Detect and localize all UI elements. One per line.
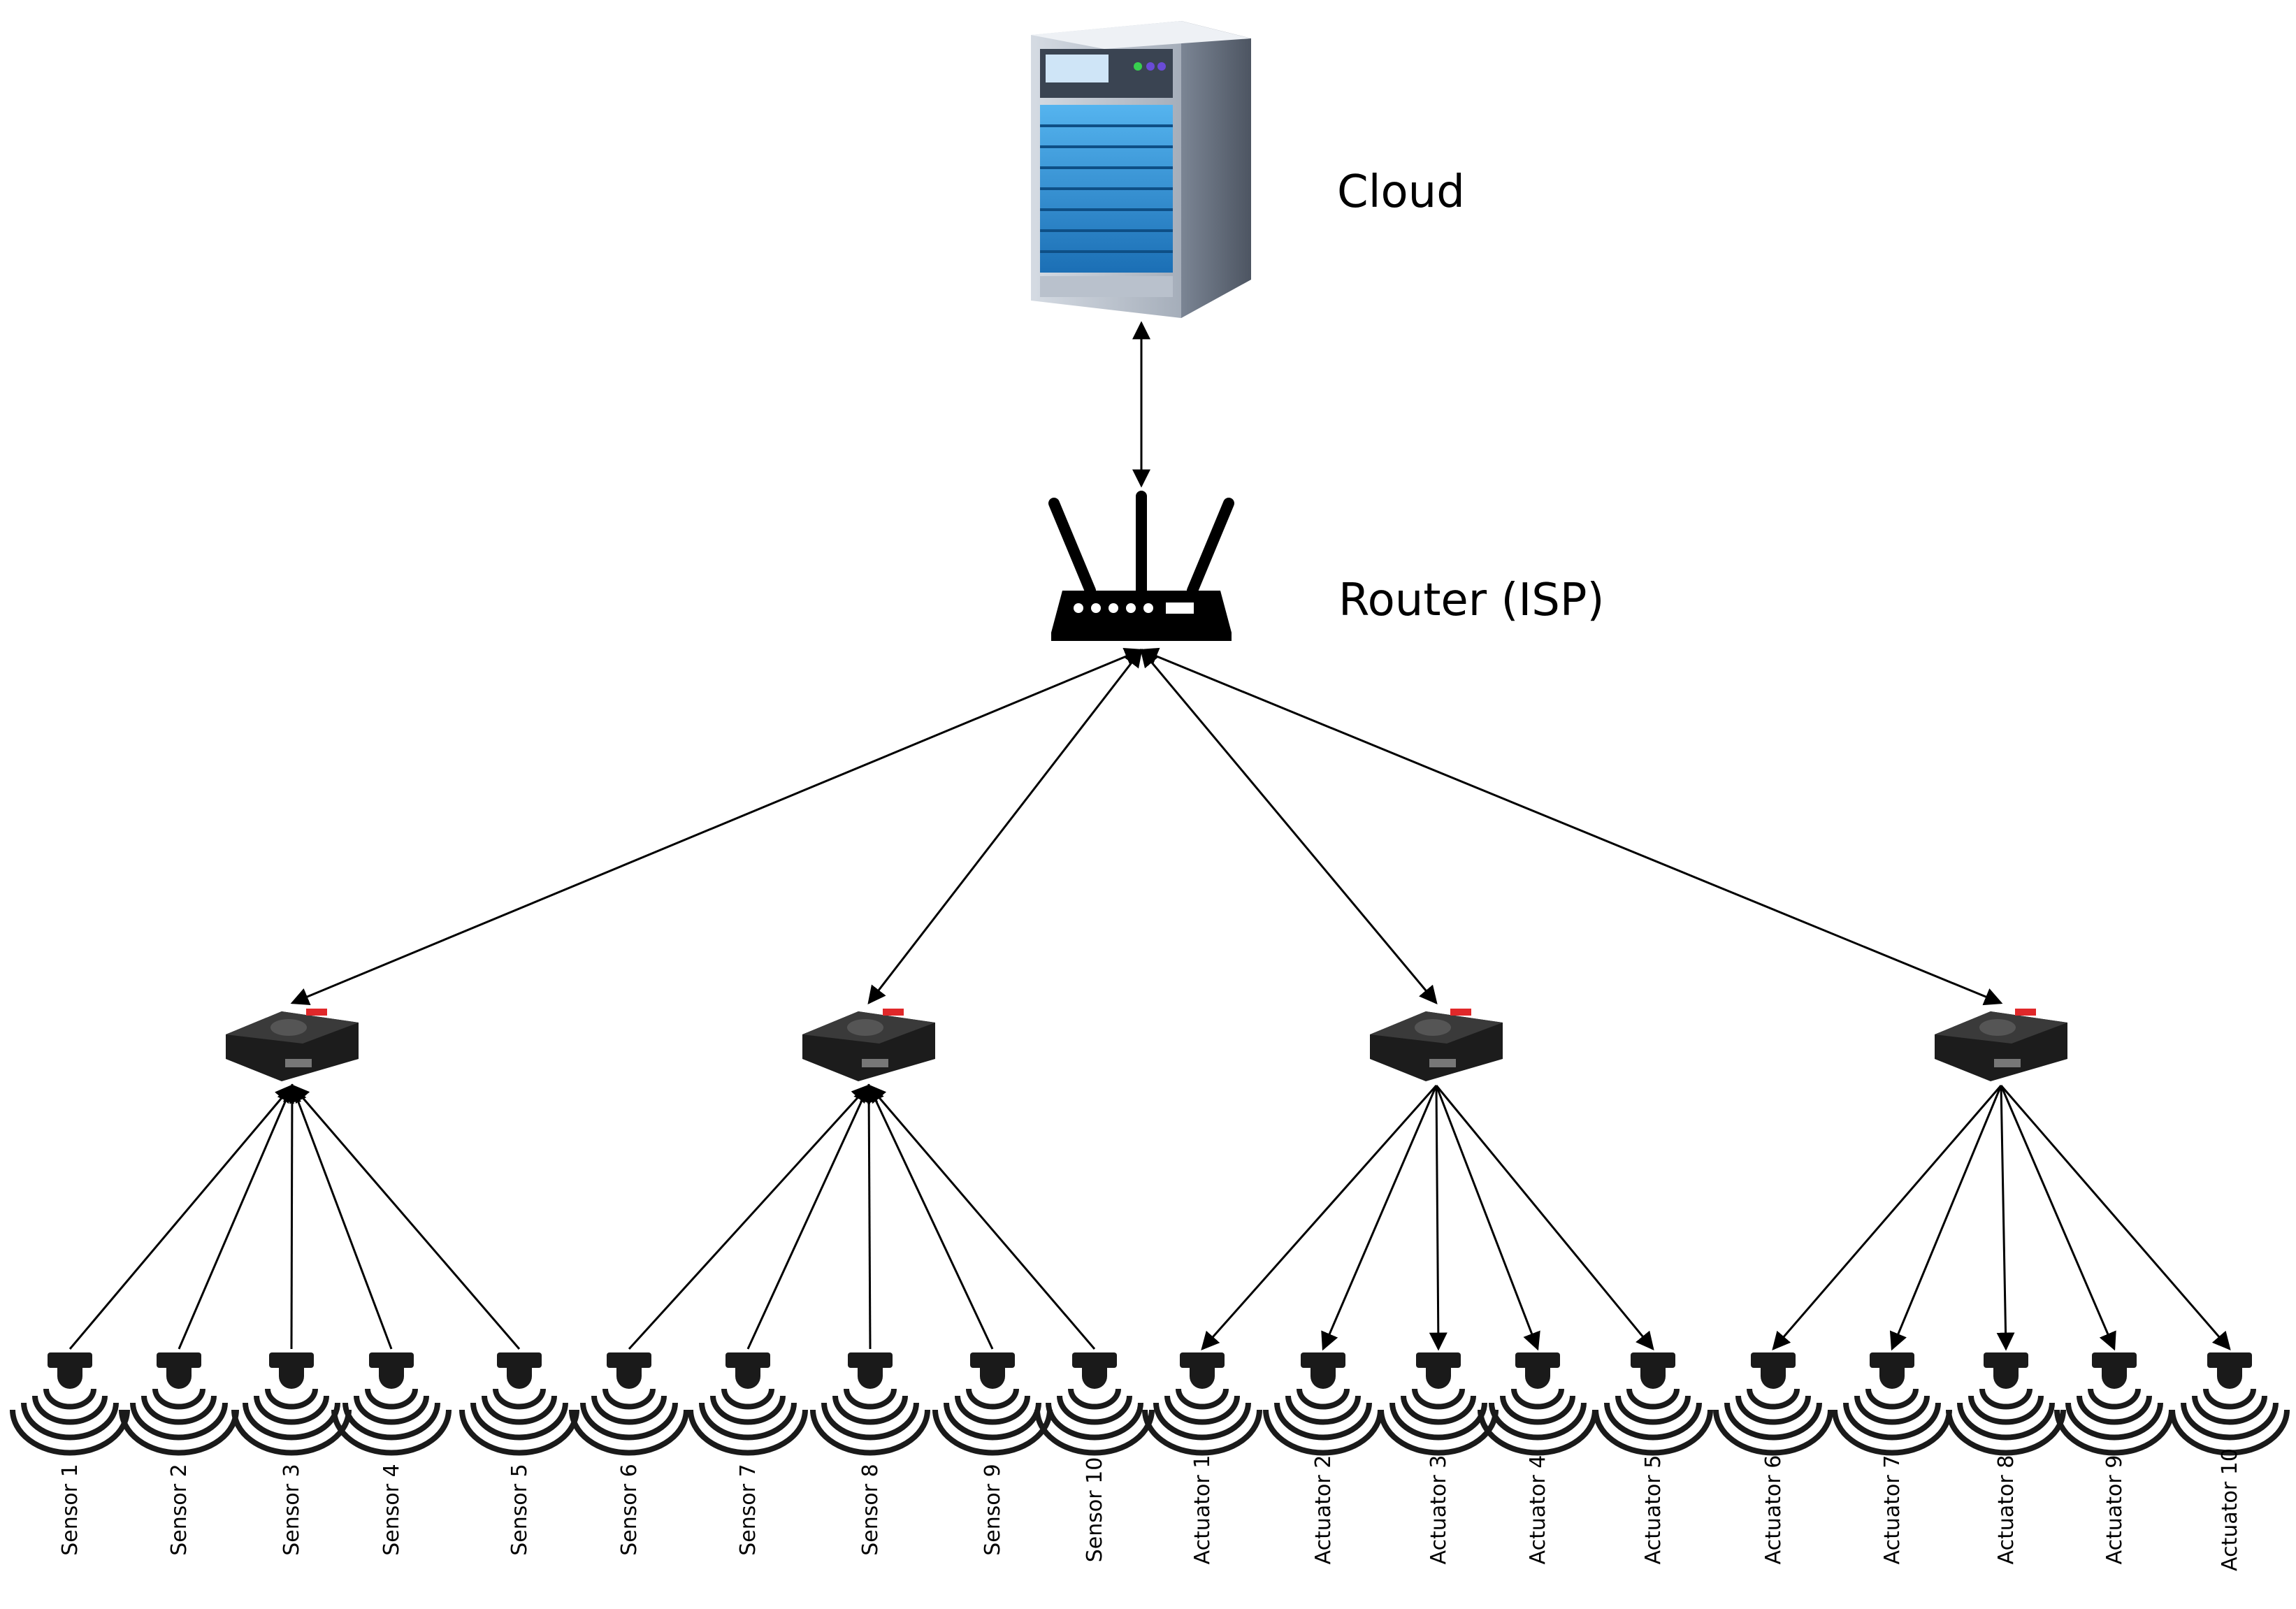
link-gateway-device-19 xyxy=(2000,1085,2116,1351)
link-gateway-device-3 xyxy=(282,1083,301,1350)
link-gateway-device-1 xyxy=(68,1084,294,1350)
link-router-gateway-2 xyxy=(867,648,1143,1005)
gateways-layer xyxy=(226,1009,2067,1081)
link-gateway-device-17 xyxy=(1889,1085,2002,1351)
wireless-sensor-icon xyxy=(1034,1352,1155,1456)
device-label: Sensor 10 xyxy=(1083,1457,1107,1563)
device-label: Actuator 1 xyxy=(1190,1455,1215,1565)
device-label: Sensor 5 xyxy=(507,1464,532,1555)
link-gateway-device-5 xyxy=(291,1084,521,1350)
server-tower-icon xyxy=(1031,21,1251,318)
link-router-gateway-4 xyxy=(1139,647,2003,1006)
device-label: Actuator 4 xyxy=(1526,1455,1550,1565)
device-label: Sensor 9 xyxy=(981,1464,1005,1555)
wireless-sensor-icon xyxy=(810,1352,930,1456)
wireless-sensor-icon xyxy=(2054,1352,2174,1456)
link-gateway-device-9 xyxy=(867,1083,994,1350)
gateway-box-icon xyxy=(1370,1009,1503,1081)
wireless-sensor-icon xyxy=(1946,1352,2066,1456)
device-label: Actuator 5 xyxy=(1641,1455,1666,1565)
link-gateway-device-12 xyxy=(1321,1085,1438,1351)
device-label: Actuator 6 xyxy=(1761,1455,1786,1565)
wireless-sensor-icon xyxy=(1478,1352,1598,1456)
link-gateway-device-16 xyxy=(1772,1085,2002,1350)
link-router-gateway-3 xyxy=(1140,649,1438,1004)
link-gateway-device-7 xyxy=(746,1083,871,1350)
link-gateway-device-6 xyxy=(628,1084,870,1350)
device-label: Actuator 7 xyxy=(1880,1455,1905,1565)
device-label: Actuator 9 xyxy=(2102,1455,2127,1565)
wireless-sensor-icon xyxy=(569,1352,689,1456)
wifi-router-icon xyxy=(1048,491,1234,641)
wireless-sensor-icon xyxy=(10,1352,130,1456)
wireless-sensor-icon xyxy=(331,1352,452,1456)
gateway-box-icon xyxy=(226,1009,359,1081)
gateway-box-icon xyxy=(802,1009,935,1081)
link-gateway-device-20 xyxy=(2000,1085,2231,1350)
link-gateway-device-8 xyxy=(860,1083,879,1350)
device-label: Actuator 10 xyxy=(2218,1448,2242,1571)
link-router-gateway-1 xyxy=(290,647,1143,1006)
wireless-sensor-icon xyxy=(459,1352,579,1456)
device-label: Actuator 2 xyxy=(1311,1455,1336,1565)
link-gateway-device-4 xyxy=(289,1083,393,1350)
cloud-label: Cloud xyxy=(1337,166,1465,218)
router-label: Router (ISP) xyxy=(1338,575,1604,626)
link-gateway-device-14 xyxy=(1435,1085,1540,1351)
device-label: Sensor 8 xyxy=(858,1464,883,1555)
device-label: Actuator 8 xyxy=(1994,1455,2019,1565)
device-label: Sensor 6 xyxy=(617,1464,642,1555)
wireless-sensor-icon xyxy=(1593,1352,1713,1456)
device-label: Sensor 3 xyxy=(280,1464,304,1555)
wireless-sensor-icon xyxy=(1713,1352,1833,1456)
wireless-sensor-icon xyxy=(231,1352,352,1456)
wireless-sensor-icon xyxy=(1832,1352,1952,1456)
gateway-box-icon xyxy=(1935,1009,2067,1081)
wireless-sensor-icon xyxy=(2169,1352,2290,1456)
link-gateway-device-13 xyxy=(1429,1085,1447,1351)
wireless-sensor-icon xyxy=(688,1352,808,1456)
device-label: Sensor 7 xyxy=(736,1464,760,1555)
wireless-sensor-icon xyxy=(932,1352,1053,1456)
wireless-sensor-icon xyxy=(119,1352,239,1456)
link-gateway-device-15 xyxy=(1435,1085,1654,1351)
device-label: Actuator 3 xyxy=(1427,1455,1451,1565)
devices-layer: Sensor 1 Sensor 2 Sensor 3 Sensor 4 Sensor 5… xyxy=(10,1352,2290,1571)
links-layer xyxy=(68,321,2231,1351)
link-gateway-device-2 xyxy=(178,1083,294,1350)
link-gateway-device-18 xyxy=(1996,1085,2015,1351)
link-gateway-device-10 xyxy=(867,1084,1096,1350)
device-label: Sensor 1 xyxy=(58,1464,82,1555)
wireless-sensor-icon xyxy=(1378,1352,1499,1456)
wireless-sensor-icon xyxy=(1142,1352,1262,1456)
wireless-sensor-icon xyxy=(1263,1352,1383,1456)
device-label: Sensor 2 xyxy=(167,1464,192,1555)
device-label: Sensor 4 xyxy=(380,1464,404,1555)
link-gateway-device-11 xyxy=(1201,1085,1438,1350)
